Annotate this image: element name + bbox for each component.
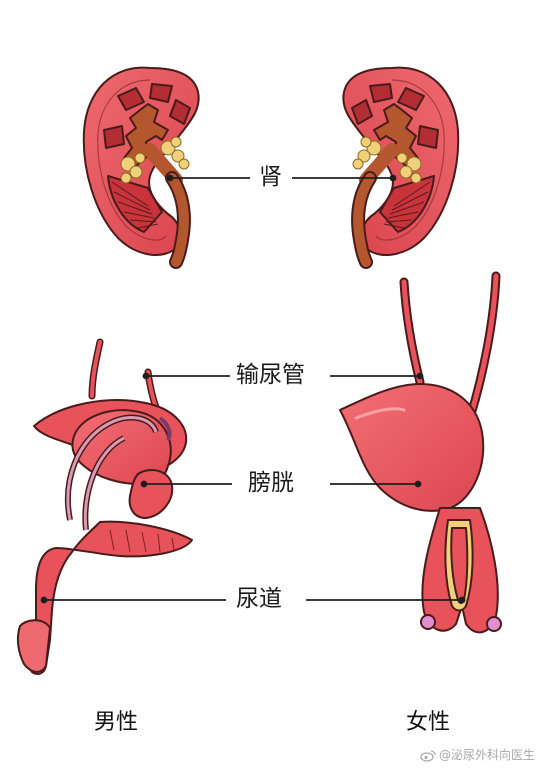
caption-male: 男性 — [94, 710, 139, 735]
caption-female: 女性 — [406, 710, 451, 735]
watermark: @泌尿外科向医生 — [420, 746, 535, 763]
left-kidney — [82, 66, 200, 269]
right-kidney — [342, 66, 460, 269]
leader-lines — [40, 174, 466, 604]
label-urethra: 尿道 — [232, 588, 286, 611]
male-urinary-organs — [16, 338, 193, 675]
watermark-text: @泌尿外科向医生 — [439, 748, 536, 762]
label-ureter: 输尿管 — [232, 364, 309, 387]
label-bladder: 膀胱 — [244, 472, 298, 495]
label-kidney: 肾 — [255, 166, 286, 189]
female-urinary-organs — [339, 271, 502, 634]
weibo-icon — [420, 749, 436, 762]
